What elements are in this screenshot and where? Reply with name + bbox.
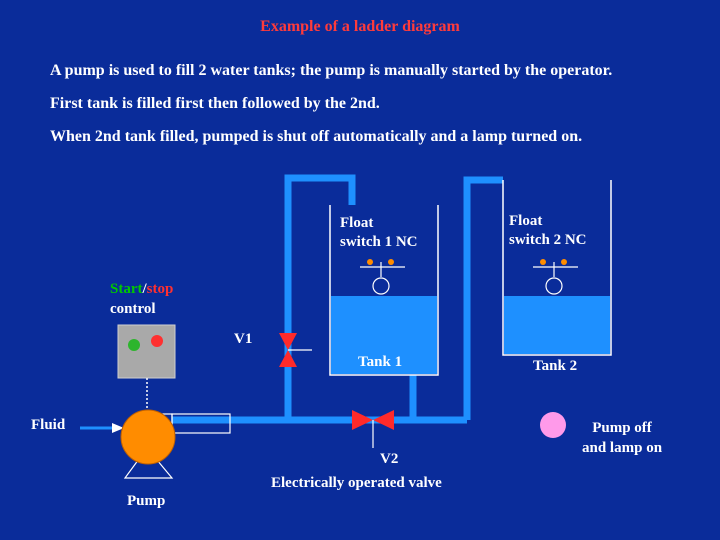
tank-1-label: Tank 1 [358, 354, 403, 370]
start-stop-control-label: Start/stop control [110, 279, 173, 319]
valve-v1-label: V1 [234, 331, 253, 347]
float-switch-1-symbol [360, 259, 405, 295]
slash-label: / [142, 281, 147, 297]
pipe-riser-tank2 [463, 176, 503, 420]
tank-2 [502, 180, 612, 356]
valve-v2 [352, 410, 394, 448]
fluid-arrow [80, 423, 124, 433]
description-line-2: First tank is filled first then followed… [50, 95, 380, 112]
float-switch-2-symbol [533, 259, 578, 295]
tank-2-label: Tank 2 [533, 358, 578, 374]
lamp [540, 412, 566, 438]
float-switch-1-label: Float switch 1 NC [340, 214, 418, 252]
diagram-title: Example of a ladder diagram [260, 18, 460, 35]
tank-1 [329, 205, 439, 376]
start-label: Start [110, 281, 143, 297]
description-line-1: A pump is used to fill 2 water tanks; th… [50, 62, 613, 79]
float-switch-1-label-line1: Float [340, 215, 374, 231]
float-switch-1-label-line2: switch 1 NC [340, 234, 418, 250]
control-label: control [110, 301, 156, 317]
pipe-network [172, 174, 503, 424]
stop-label: stop [146, 281, 174, 297]
start-button [128, 339, 140, 351]
pump-off-lamp-label: Pump off and lamp on [582, 418, 662, 458]
electric-valve-label: Electrically operated valve [271, 475, 442, 491]
stop-button [151, 335, 163, 347]
pump-off-label-line2: and lamp on [582, 440, 663, 456]
float-switch-2-label-line1: Float [509, 213, 543, 229]
valve-v1 [279, 333, 312, 367]
float-switch-2-label: Float switch 2 NC [509, 212, 587, 250]
pump-symbol [120, 409, 231, 479]
pipe-riser-tank1 [284, 174, 356, 420]
fluid-label: Fluid [31, 417, 66, 433]
description-line-3: When 2nd tank filled, pumped is shut off… [50, 128, 583, 145]
start-stop-control-box [117, 324, 176, 379]
pump-off-label-line1: Pump off [592, 420, 652, 436]
valve-v2-label: V2 [380, 451, 399, 467]
float-switch-2-label-line2: switch 2 NC [509, 232, 587, 248]
pump-label: Pump [127, 493, 166, 509]
